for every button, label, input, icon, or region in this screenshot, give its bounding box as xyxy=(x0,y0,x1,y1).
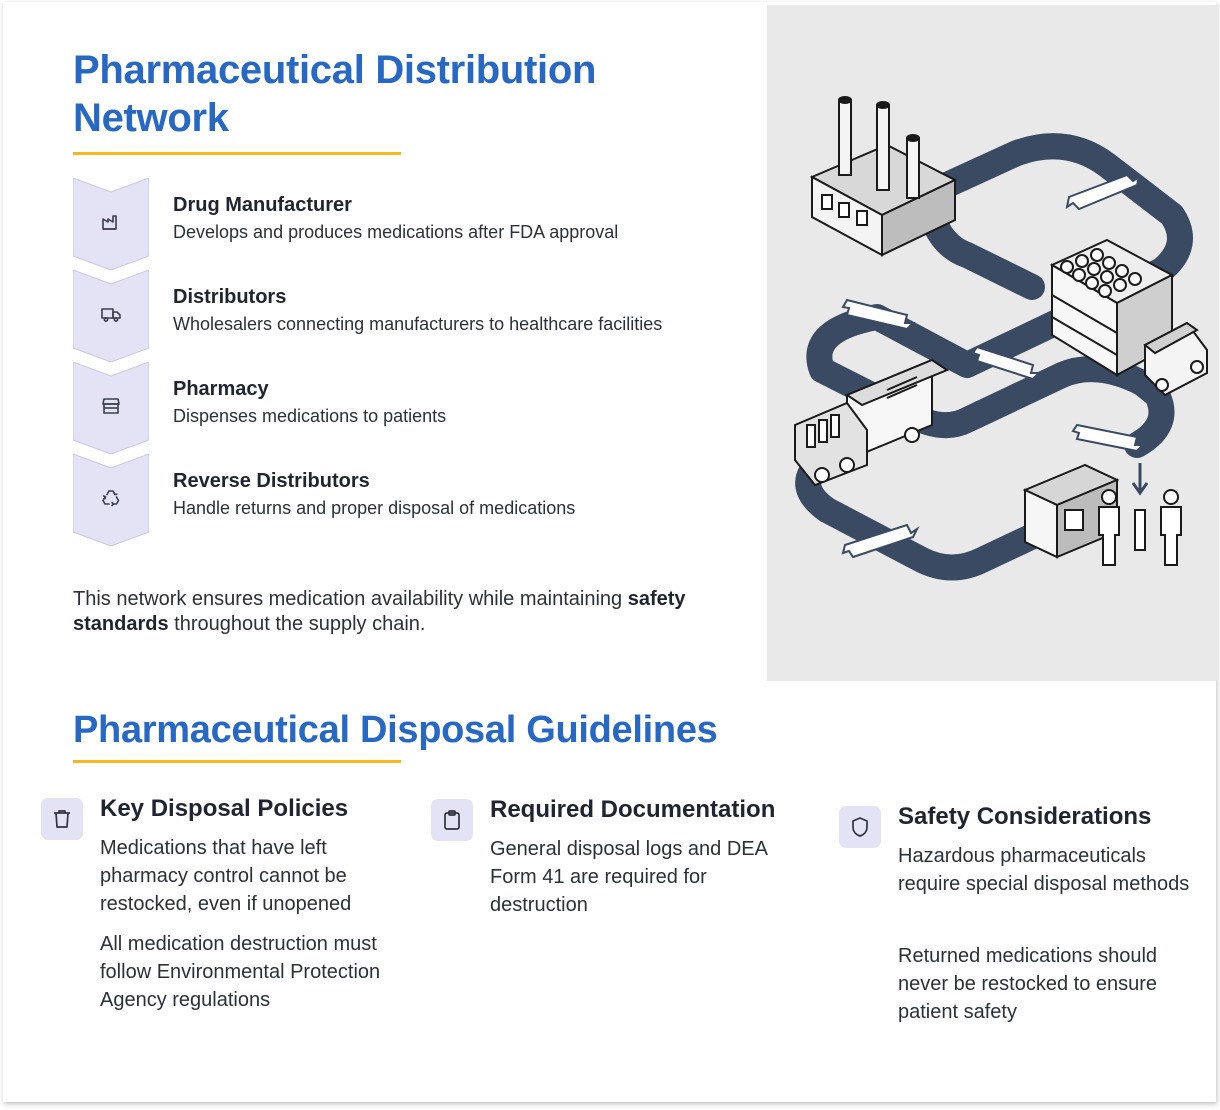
policy-badge xyxy=(41,798,83,840)
card-paragraph: Hazardous pharmaceuticals require specia… xyxy=(898,845,1190,895)
card-title: Key Disposal Policies xyxy=(100,795,349,822)
disposal-title-underline xyxy=(73,760,401,763)
card-paragraph: Returned medications should never be res… xyxy=(898,945,1158,1023)
safety-badge xyxy=(839,806,881,848)
step-pharmacy: Pharmacy Dispenses medications to patien… xyxy=(73,362,733,454)
step-description: Develops and produces medications after … xyxy=(173,222,619,242)
card-title: Safety Considerations xyxy=(898,803,1152,830)
factory-icon xyxy=(102,215,117,230)
recycle-icon xyxy=(102,490,120,507)
step-drug-manufacturer: Drug Manufacturer Develops and produces … xyxy=(73,178,733,270)
store-icon xyxy=(102,398,120,414)
card-paragraph: General disposal logs and DEA Form 41 ar… xyxy=(490,838,767,916)
van-drawing xyxy=(1143,321,1208,397)
route-arrows xyxy=(841,173,1146,559)
truck-drawing xyxy=(794,358,950,487)
documentation-badge xyxy=(431,799,473,841)
step-chevron xyxy=(73,454,149,546)
step-description: Handle returns and proper disposal of me… xyxy=(173,498,576,518)
disposal-title: Pharmaceutical Disposal Guidelines xyxy=(73,709,718,751)
card-paragraph: All medication destruction must follow E… xyxy=(100,933,381,1011)
step-title: Drug Manufacturer xyxy=(173,194,352,216)
note-text-end: throughout the supply chain. xyxy=(168,613,426,635)
clipboard-icon xyxy=(444,810,460,830)
page-card: Pharmaceutical Distribution Network Drug… xyxy=(3,2,1219,1102)
step-description: Wholesalers connecting manufacturers to … xyxy=(173,314,663,334)
factory-drawing xyxy=(809,96,958,257)
card-title: Required Documentation xyxy=(490,796,776,823)
card-paragraph: Medications that have left pharmacy cont… xyxy=(100,837,352,915)
step-title: Distributors xyxy=(173,286,287,308)
step-description: Dispenses medications to patients xyxy=(173,406,447,426)
step-distributors: Distributors Wholesalers connecting manu… xyxy=(73,270,733,362)
step-chevron xyxy=(73,270,149,362)
trash-icon xyxy=(54,810,70,828)
network-title-underline xyxy=(73,152,401,155)
pharmacy-drawing xyxy=(1022,463,1120,559)
step-title: Pharmacy xyxy=(173,378,269,400)
truck-icon xyxy=(101,308,121,322)
note-text: This network ensures medication availabi… xyxy=(73,588,628,610)
note-emphasis: safety standards xyxy=(73,588,686,635)
network-note: This network ensures medication availabi… xyxy=(73,587,733,637)
shield-icon xyxy=(852,817,868,837)
step-title: Reverse Distributors xyxy=(173,470,370,492)
network-title: Pharmaceutical Distribution Network xyxy=(73,48,597,140)
supply-chain-illustration xyxy=(767,5,1219,681)
people-drawing xyxy=(1098,463,1182,566)
step-chevron xyxy=(73,178,149,270)
step-chevron xyxy=(73,362,149,454)
step-reverse-distributors: Reverse Distributors Handle returns and … xyxy=(73,454,733,546)
